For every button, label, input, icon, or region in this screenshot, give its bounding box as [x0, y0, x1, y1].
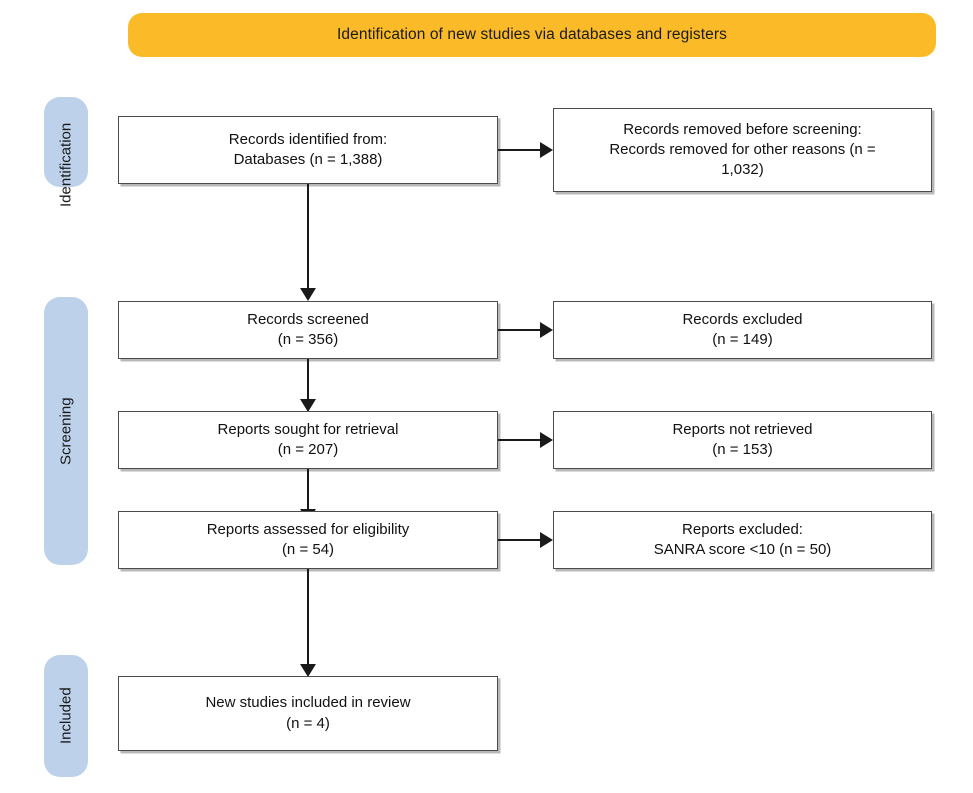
reports-sought-line1: Reports sought for retrieval	[217, 420, 399, 438]
connector-assessed-to-included	[307, 569, 309, 668]
reports-not-retrieved-line1: Reports not retrieved	[672, 420, 813, 438]
records-excluded-line2: (n = 149)	[712, 331, 773, 348]
arrowhead-assessed-to-excluded	[540, 532, 553, 548]
stage-band-identification: Identification	[44, 97, 88, 207]
box-records-identified: Records identified from: Databases (n = …	[118, 116, 498, 184]
connector-sought-to-assessed	[307, 469, 309, 513]
box-reports-excluded-sanra-text: Reports excluded: SANRA score <10 (n = 5…	[654, 520, 832, 561]
diagram-title: Identification of new studies via databa…	[337, 26, 727, 43]
records-identified-line1: Records identified from:	[228, 130, 388, 148]
box-new-studies-included-text: New studies included in review (n = 4)	[205, 693, 410, 734]
box-reports-excluded-sanra: Reports excluded: SANRA score <10 (n = 5…	[553, 511, 932, 569]
arrowhead-assessed-to-included	[300, 664, 316, 677]
diagram-header-banner: Identification of new studies via databa…	[128, 13, 936, 57]
reports-assessed-line2: (n = 54)	[281, 541, 335, 558]
reports-sought-line2: (n = 207)	[277, 441, 339, 458]
box-records-screened: Records screened (n = 356)	[118, 301, 498, 359]
new-studies-line1: New studies included in review	[205, 694, 411, 712]
box-reports-sought-text: Reports sought for retrieval (n = 207)	[218, 420, 399, 461]
records-removed-line2: Records removed for other reasons (n =	[609, 140, 876, 158]
arrowhead-identified-to-screened	[300, 288, 316, 301]
box-reports-not-retrieved-text: Reports not retrieved (n = 153)	[672, 420, 812, 461]
box-records-excluded: Records excluded (n = 149)	[553, 301, 932, 359]
stage-label-identification: Identification	[57, 122, 75, 207]
arrowhead-identified-to-removed	[540, 142, 553, 158]
box-records-excluded-text: Records excluded (n = 149)	[682, 310, 802, 351]
stage-label-included: Included	[57, 687, 75, 745]
records-removed-line3: 1,032)	[721, 161, 764, 179]
box-new-studies-included: New studies included in review (n = 4)	[118, 676, 498, 751]
connector-screened-to-sought	[307, 359, 309, 403]
arrowhead-screened-to-excluded	[540, 322, 553, 338]
box-records-removed-before-screening: Records removed before screening: Record…	[553, 108, 932, 192]
stage-band-included: Included	[44, 655, 88, 777]
connector-sought-to-not-retrieved	[498, 439, 540, 441]
stage-label-screening: Screening	[57, 397, 75, 465]
records-excluded-line1: Records excluded	[682, 310, 803, 328]
box-reports-assessed: Reports assessed for eligibility (n = 54…	[118, 511, 498, 569]
box-records-identified-text: Records identified from: Databases (n = …	[229, 130, 387, 171]
reports-assessed-line1: Reports assessed for eligibility	[206, 520, 410, 538]
stage-band-screening: Screening	[44, 297, 88, 565]
connector-identified-to-screened	[307, 184, 309, 292]
connector-identified-to-removed	[498, 149, 540, 151]
box-reports-sought: Reports sought for retrieval (n = 207)	[118, 411, 498, 469]
new-studies-line2: (n = 4)	[286, 714, 330, 732]
arrowhead-screened-to-sought	[300, 399, 316, 412]
records-identified-line2: Databases (n = 1,388)	[233, 151, 383, 168]
records-screened-line1: Records screened	[247, 310, 369, 328]
reports-excluded-line2: SANRA score <10 (n = 50)	[653, 541, 832, 558]
records-removed-line1: Records removed before screening:	[623, 120, 862, 138]
records-screened-line2: (n = 356)	[277, 331, 339, 348]
box-reports-assessed-text: Reports assessed for eligibility (n = 54…	[207, 520, 410, 561]
connector-assessed-to-excluded	[498, 539, 540, 541]
box-records-removed-text: Records removed before screening: Record…	[609, 120, 875, 181]
connector-screened-to-excluded	[498, 329, 540, 331]
box-records-screened-text: Records screened (n = 356)	[247, 310, 369, 351]
arrowhead-sought-to-not-retrieved	[540, 432, 553, 448]
box-reports-not-retrieved: Reports not retrieved (n = 153)	[553, 411, 932, 469]
reports-not-retrieved-line2: (n = 153)	[712, 441, 773, 458]
reports-excluded-line1: Reports excluded:	[682, 520, 803, 538]
